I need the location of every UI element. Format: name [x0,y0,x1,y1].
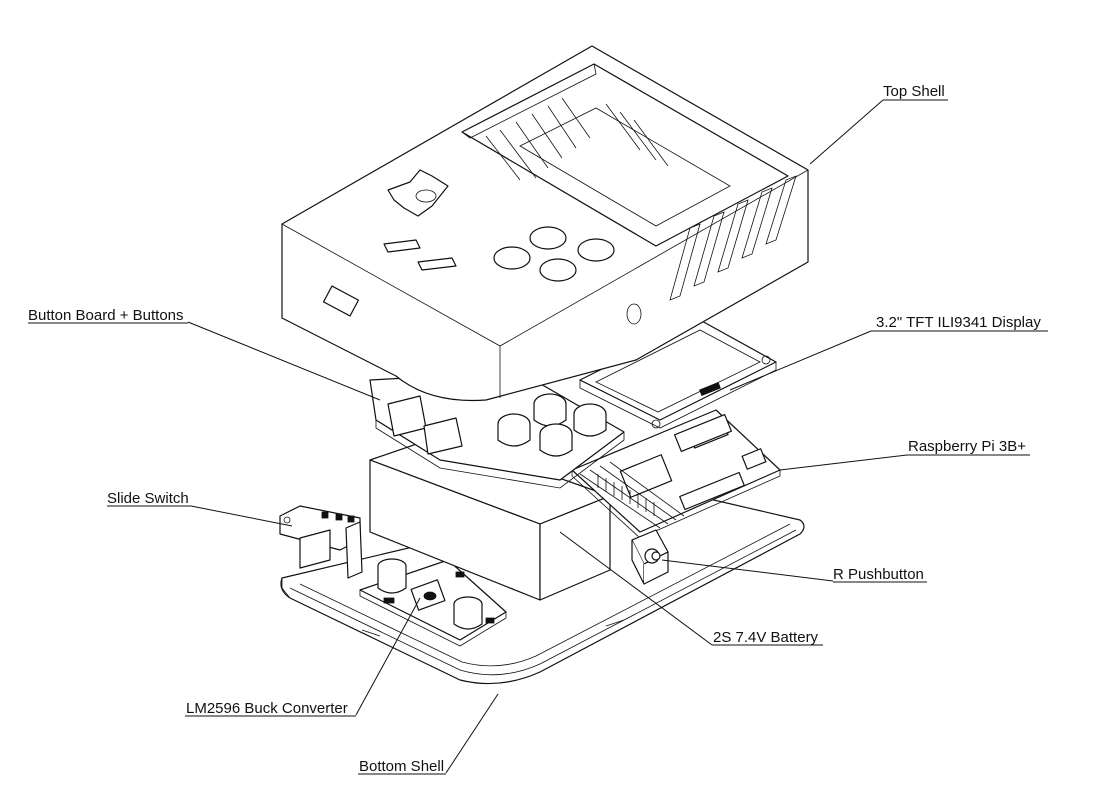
tactile-buttons [497,393,607,457]
raspberry-pi-board [571,409,781,539]
label-bottom-shell: Bottom Shell [358,758,446,775]
label-battery: 2S 7.4V Battery [712,629,823,646]
r-pushbutton [631,529,669,585]
label-slide-switch: Slide Switch [107,490,191,507]
svg-text:Top Shell: Top Shell [883,83,945,100]
svg-text:2S 7.4V Battery: 2S 7.4V Battery [713,629,819,646]
label-r-pushbutton: R Pushbutton [833,566,927,583]
svg-text:3.2" TFT ILI9341 Display: 3.2" TFT ILI9341 Display [876,314,1041,331]
tft-display [579,319,777,453]
top-shell [281,45,809,402]
svg-text:R Pushbutton: R Pushbutton [833,566,924,583]
svg-text:Raspberry Pi 3B+: Raspberry Pi 3B+ [908,438,1026,455]
label-button-board: Button Board + Buttons [28,307,188,324]
label-top-shell: Top Shell [883,83,948,101]
svg-text:Button Board + Buttons: Button Board + Buttons [28,307,184,324]
svg-text:Slide Switch: Slide Switch [107,490,189,507]
slide-switch [279,505,363,579]
buck-converter-board [359,558,507,647]
svg-text:Bottom Shell: Bottom Shell [359,758,444,775]
label-raspberry-pi: Raspberry Pi 3B+ [907,438,1030,456]
svg-text:LM2596 Buck Converter: LM2596 Buck Converter [186,700,348,717]
label-buck-converter: LM2596 Buck Converter [185,700,356,717]
battery-pack [369,435,611,601]
label-display: 3.2" TFT ILI9341 Display [871,314,1048,332]
leader-lines [187,99,908,774]
